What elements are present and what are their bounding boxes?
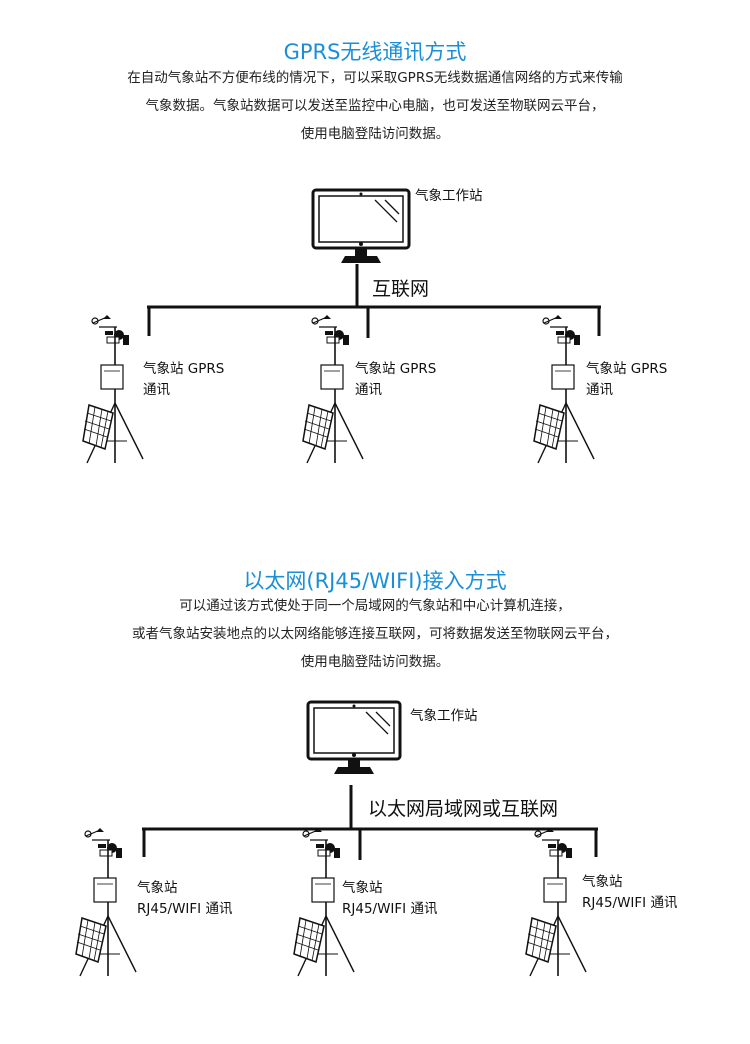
station-label-line: 气象站 bbox=[137, 880, 178, 896]
station-label-line: 通讯 bbox=[143, 382, 170, 398]
description-line: 可以通过该方式使处于同一个局域网的气象站和中心计算机连接， bbox=[179, 598, 571, 614]
monitor-icon bbox=[311, 188, 411, 263]
description-gprs: 在自动气象站不方便布线的情况下，可以采取GPRS无线数据通信网络的方式来传输 气… bbox=[0, 64, 750, 148]
station-label: 气象站 GPRS 通讯 bbox=[586, 359, 667, 401]
station-label: 气象站 GPRS 通讯 bbox=[355, 359, 436, 401]
station-label-line: RJ45/WIFI 通讯 bbox=[582, 895, 678, 911]
station-label: 气象站 RJ45/WIFI 通讯 bbox=[582, 872, 677, 914]
description-line: 使用电脑登陆访问数据。 bbox=[300, 126, 450, 142]
weather-station-icon bbox=[525, 827, 587, 977]
station-label: 气象站 RJ45/WIFI 通讯 bbox=[137, 878, 232, 920]
station-label-line: 气象站 bbox=[582, 874, 623, 890]
station-label-line: 通讯 bbox=[355, 382, 382, 398]
station-label-line: RJ45/WIFI 通讯 bbox=[137, 901, 233, 917]
description-line: 或者气象站安装地点的以太网络能够连接互联网，可将数据发送至物联网云平台， bbox=[132, 626, 618, 642]
description-line: 气象数据。气象站数据可以发送至监控中心电脑，也可发送至物联网云平台， bbox=[145, 98, 605, 114]
station-label-line: 气象站 GPRS bbox=[143, 361, 225, 377]
network-label: 以太网局域网或互联网 bbox=[368, 798, 559, 820]
station-label: 气象站 RJ45/WIFI 通讯 bbox=[342, 878, 437, 920]
workstation-label: 气象工作站 bbox=[415, 188, 483, 204]
station-label-line: 气象站 GPRS bbox=[586, 361, 668, 377]
workstation-label: 气象工作站 bbox=[410, 708, 478, 724]
weather-station-icon bbox=[533, 314, 595, 464]
station-label-line: 气象站 GPRS bbox=[355, 361, 437, 377]
title-gprs: GPRS无线通讯方式 bbox=[283, 40, 467, 64]
monitor-icon bbox=[306, 700, 402, 774]
weather-station-icon bbox=[82, 314, 144, 464]
weather-station-icon bbox=[75, 827, 137, 977]
station-label-line: RJ45/WIFI 通讯 bbox=[342, 901, 438, 917]
station-label-line: 通讯 bbox=[586, 382, 613, 398]
title-ethernet: 以太网(RJ45/WIFI)接入方式 bbox=[243, 569, 507, 593]
weather-station-icon bbox=[302, 314, 364, 464]
description-line: 在自动气象站不方便布线的情况下，可以采取GPRS无线数据通信网络的方式来传输 bbox=[127, 70, 623, 86]
station-label-line: 气象站 bbox=[342, 880, 383, 896]
description-ethernet: 可以通过该方式使处于同一个局域网的气象站和中心计算机连接， 或者气象站安装地点的… bbox=[0, 592, 750, 676]
description-line: 使用电脑登陆访问数据。 bbox=[300, 654, 450, 670]
network-label: 互联网 bbox=[372, 278, 430, 300]
station-label: 气象站 GPRS 通讯 bbox=[143, 359, 224, 401]
